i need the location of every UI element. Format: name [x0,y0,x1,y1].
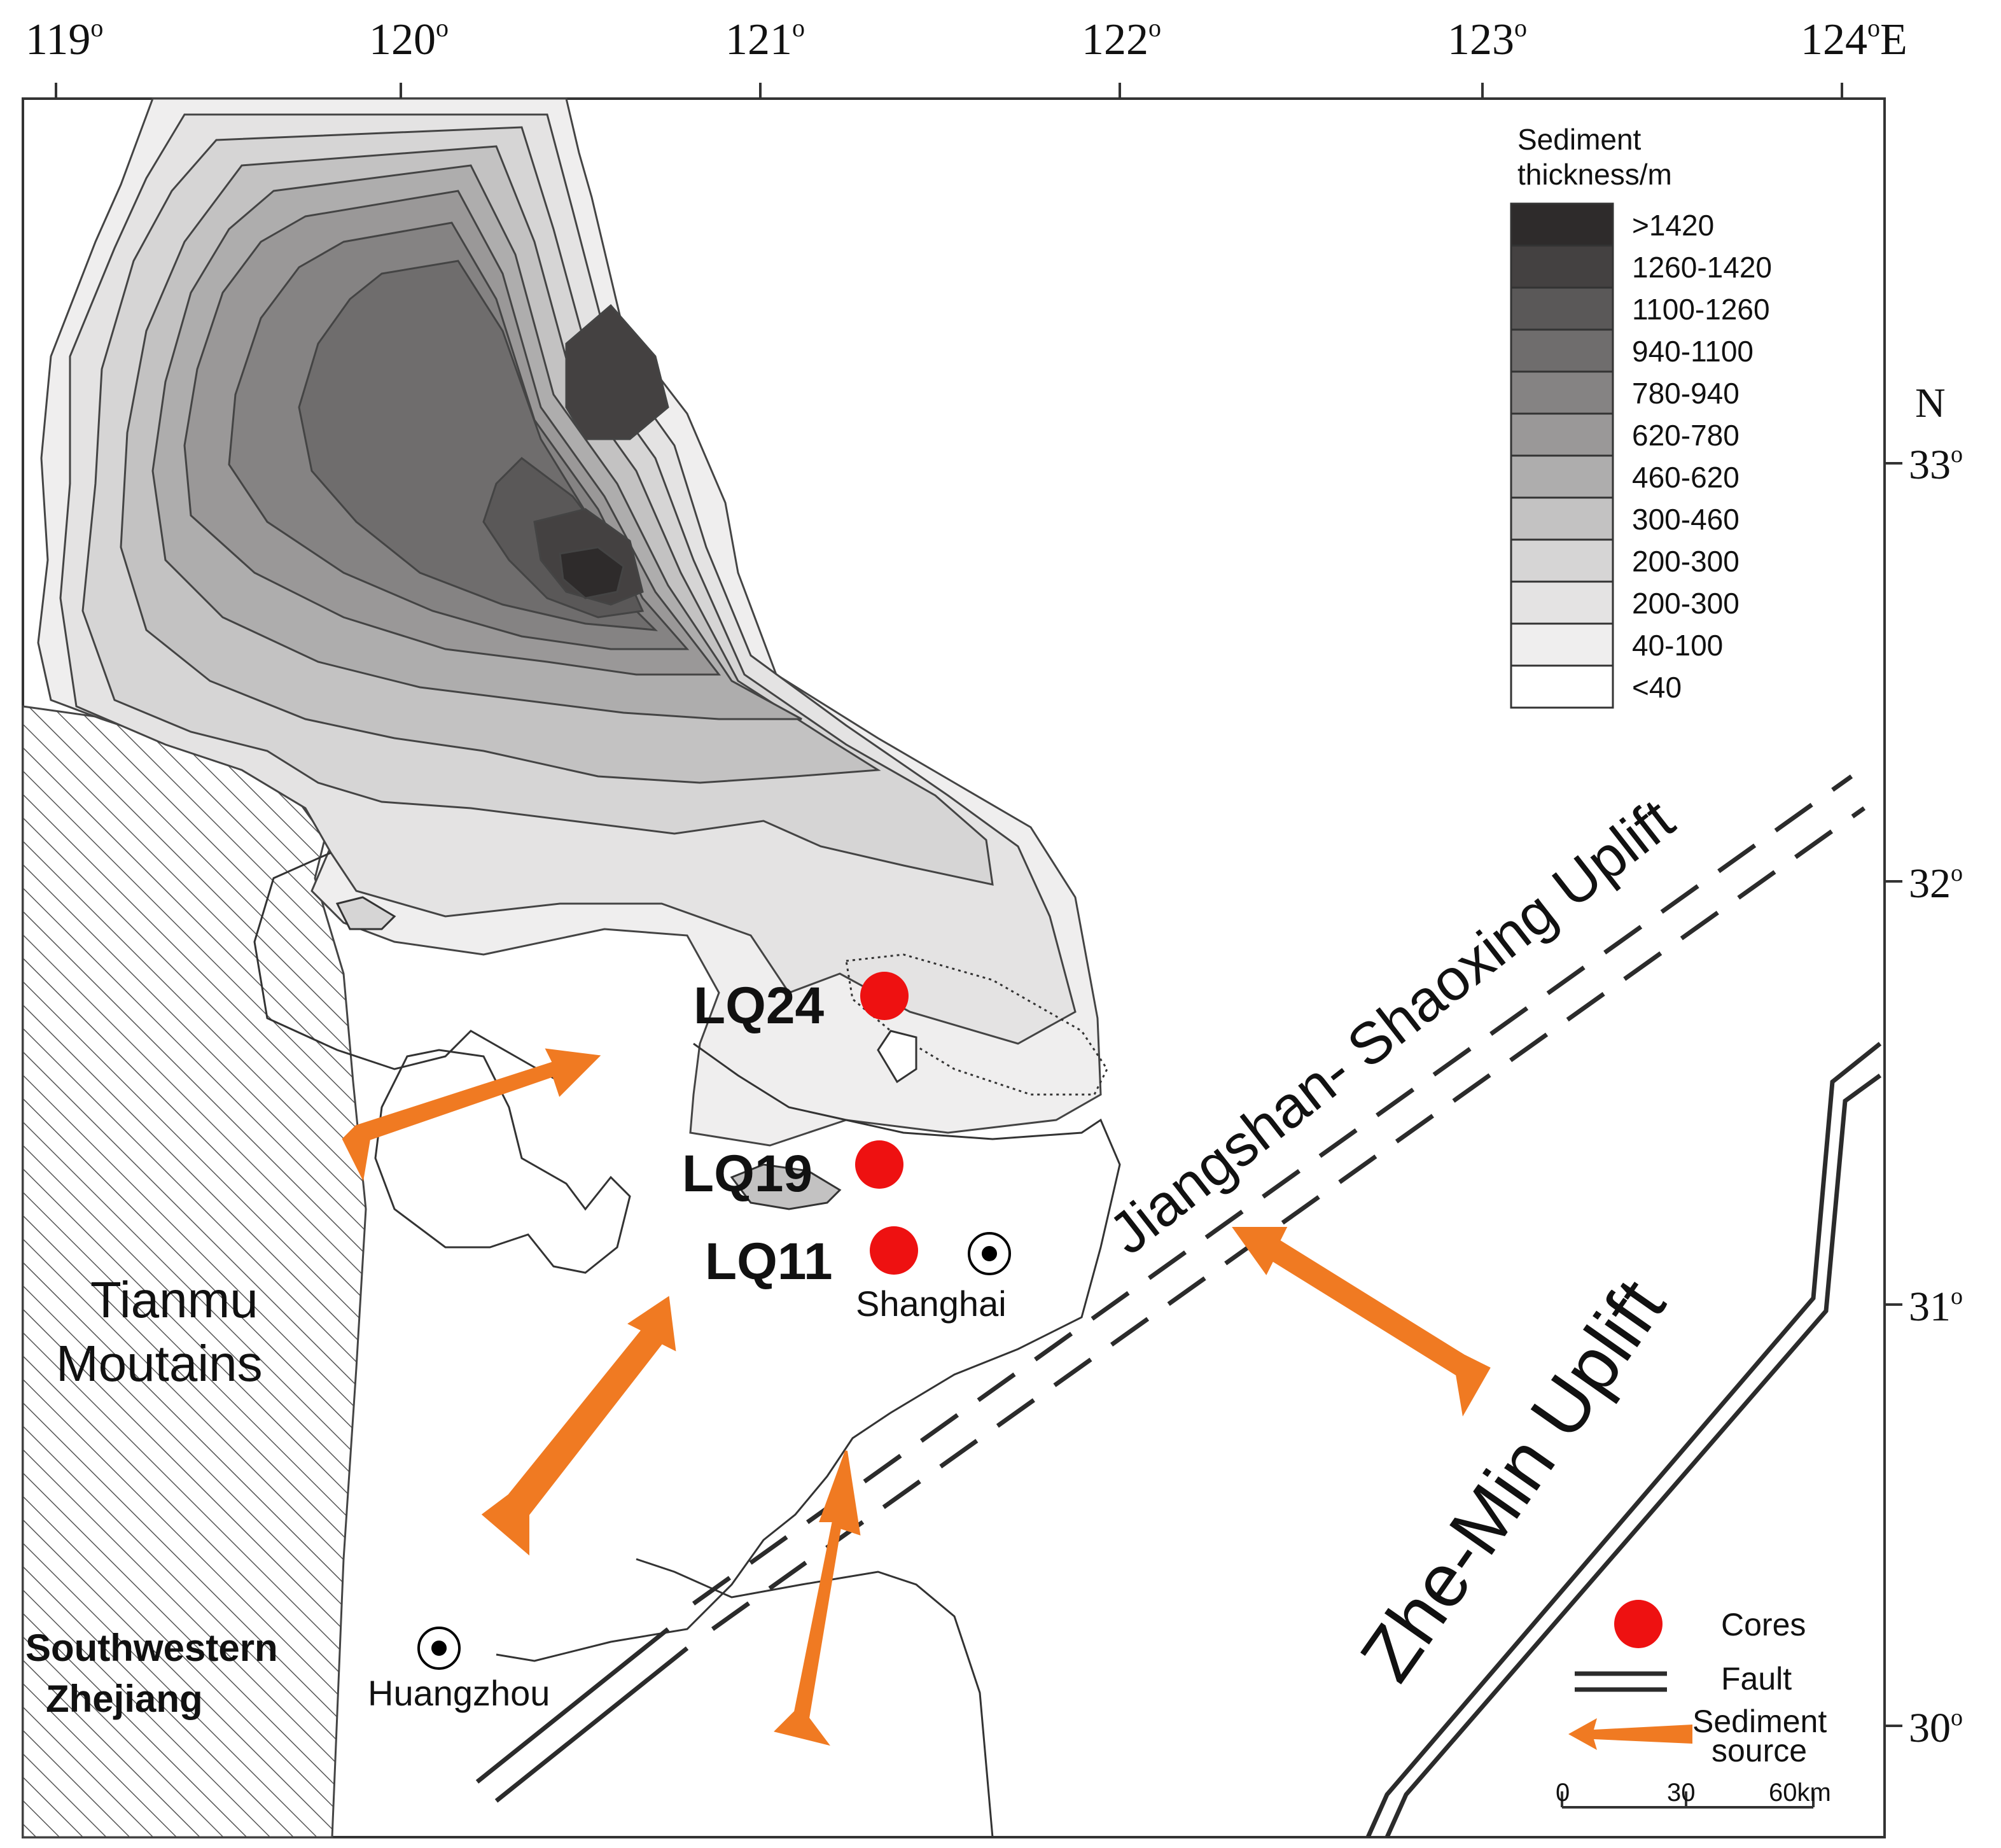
arrow-east [1232,1227,1491,1417]
tianmu-label-2: Moutains [56,1335,263,1392]
jiangshan-shaoxing-fault-dashed [692,774,1866,1631]
core-labels: LQ24 LQ19 LQ11 [682,977,833,1291]
southwest-label-2: Zhejiang [46,1677,203,1720]
core-markers [855,972,918,1275]
legend-swatch-8 [1510,538,1614,583]
city-markers [417,1232,1011,1670]
legend-label-6: 460-620 [1632,461,1740,494]
legend-source-label-2: source [1712,1733,1807,1768]
lon-label-123: 123o [1447,13,1527,64]
lake-outline [730,1163,842,1210]
core-lq11-dot [870,1226,918,1275]
city-label-huangzhou: Huangzhou [368,1673,550,1713]
legend-swatch-6 [1510,454,1614,499]
shanghai-icon [968,1232,1011,1275]
lat-label-31: 31o [1909,1283,1963,1330]
thickness-contours [37,97,1102,1147]
legend-title-line1: Sediment [1517,123,1642,156]
hangzhou-icon [417,1627,461,1670]
legend-fault-label: Fault [1721,1661,1792,1697]
sediment-source-arrows [342,1048,1491,1746]
lat-label-30: 30o [1909,1704,1963,1751]
latitude-labels: N 33o 32o 31o 30o [1909,380,1963,1751]
legend-swatch-5 [1510,412,1614,457]
lon-label-124: 124oE [1801,13,1907,64]
island-outline [374,1049,631,1274]
lon-label-122: 122o [1082,13,1161,64]
legend-arrow-icon [1568,1718,1692,1750]
core-label-lq19: LQ19 [682,1145,812,1203]
legend-swatch-11 [1510,664,1614,709]
legend-swatch-3 [1510,328,1614,373]
core-label-lq11: LQ11 [705,1233,833,1291]
legend-swatches: >1420 1260-1420 1100-1260 940-1100 780-940 62… [1510,202,1772,709]
legend-label-7: 300-460 [1632,503,1740,536]
scale-tick-0: 0 [1556,1779,1570,1807]
symbol-legend: Cores Fault Sediment source 0 30 60km [1556,1600,1831,1809]
coastline-outlines [253,851,1121,1838]
hangzhou-bay [636,1558,994,1838]
legend-swatch-4 [1510,370,1614,415]
lat-label-32: 32o [1909,860,1963,907]
legend-label-4: 780-940 [1632,377,1740,410]
zhe-min-fault [1365,1042,1882,1838]
scale-tick-30: 30 [1667,1779,1696,1807]
city-label-shanghai: Shanghai [856,1284,1007,1324]
lon-label-120: 120o [369,13,449,64]
legend-swatch-10 [1510,622,1614,667]
core-label-lq24: LQ24 [694,977,824,1035]
latitude-tick-marks [1885,462,1902,1727]
small-lake [335,896,396,930]
legend-label-0: >1420 [1632,209,1714,242]
faults [475,774,1882,1838]
tianmu-coast [253,851,561,1083]
legend-label-11: <40 [1632,671,1682,704]
dotted-boundary [845,953,1108,1096]
city-labels: Shanghai Huangzhou [368,1284,1007,1713]
legend-label-3: 940-1100 [1632,335,1753,368]
legend-label-2: 1100-1260 [1632,293,1770,326]
legend-label-5: 620-780 [1632,419,1740,452]
legend-swatch-7 [1510,496,1614,541]
lon-label-121: 121o [725,13,805,64]
legend-label-1: 1260-1420 [1632,251,1772,284]
legend-cores-label: Cores [1721,1607,1806,1642]
legend-label-10: 40-100 [1632,629,1723,662]
lat-header: N [1915,380,1946,426]
inlet-white [877,1030,917,1084]
legend-core-icon [1614,1600,1663,1648]
legend-swatch-2 [1510,286,1614,331]
southwest-label-1: Southwestern [25,1627,278,1669]
longitude-labels: 119o 120o 121o 122o 123o 124oE [25,13,1907,64]
scale-bar [1561,1791,1815,1809]
legend-title-line2: thickness/m [1517,158,1672,191]
legend-swatch-0 [1510,202,1614,247]
core-lq24-dot [860,972,909,1020]
legend-swatch-1 [1510,244,1614,289]
arrow-south-west [481,1296,676,1556]
thickness-legend: Sediment thickness/m >1420 1260-1420 1100-… [1510,123,1772,709]
jiangshan-shaoxing-fault-south [475,1627,689,1803]
legend-source-label-1: Sediment [1692,1704,1827,1739]
legend-label-9: 200-300 [1632,587,1740,620]
arrow-south [774,1450,861,1746]
lat-label-33: 33o [1909,441,1963,488]
lon-label-119: 119o [25,13,103,64]
scale-tick-60: 60km [1769,1779,1831,1807]
contour-gt-1420 [559,546,625,599]
delta-outline [496,1042,1121,1662]
arrow-west [342,1048,601,1182]
core-lq19-dot [855,1140,903,1189]
longitude-tick-marks [55,83,1843,99]
legend-swatch-9 [1510,580,1614,625]
tianmu-label-1: Tianmu [90,1271,258,1328]
legend-label-8: 200-300 [1632,545,1740,578]
contour-1260-1420-a [565,304,669,440]
